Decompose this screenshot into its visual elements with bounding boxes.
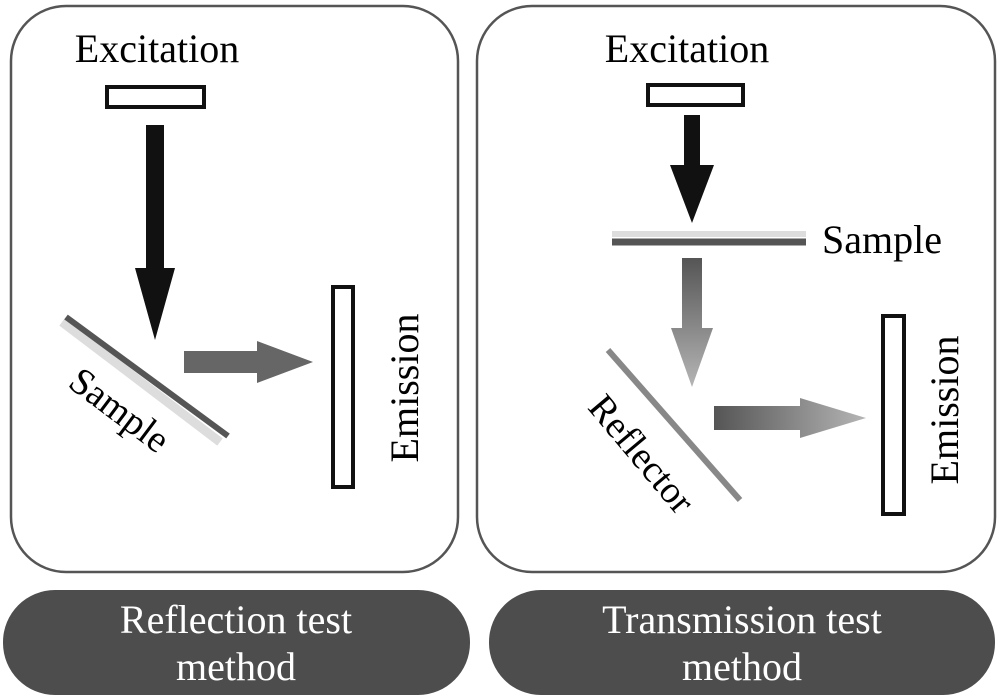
transmission-caption-line1: Transmission test bbox=[602, 597, 882, 642]
reflection-panel-frame bbox=[9, 4, 460, 574]
excitation-arrow bbox=[135, 125, 175, 340]
reflection-caption-line2: method bbox=[176, 644, 296, 689]
excitation-source bbox=[105, 85, 206, 109]
transmission-panel-frame bbox=[475, 4, 997, 574]
emission-arrow bbox=[184, 341, 313, 383]
excitation-arrow bbox=[670, 115, 714, 223]
transmitted-arrow bbox=[671, 258, 713, 387]
sample-label: Sample bbox=[822, 217, 942, 262]
excitation-source bbox=[646, 83, 745, 107]
emission-detector bbox=[881, 314, 906, 516]
emission-label: Emission bbox=[382, 314, 427, 463]
reflection-caption-pill bbox=[3, 590, 470, 695]
reflection-caption-line1: Reflection test bbox=[120, 597, 352, 642]
excitation-label: Excitation bbox=[605, 26, 769, 71]
reflector-plate bbox=[605, 348, 743, 502]
sample-plate bbox=[59, 314, 230, 446]
excitation-label: Excitation bbox=[75, 26, 239, 71]
reflection-panel: Excitation Sample Emission Reflection te… bbox=[3, 4, 470, 695]
emission-arrow bbox=[714, 398, 866, 438]
transmission-panel: Excitation Sample Reflector Emission Tra… bbox=[475, 4, 997, 695]
emission-detector bbox=[331, 285, 355, 489]
transmission-caption-line2: method bbox=[682, 644, 802, 689]
emission-label: Emission bbox=[922, 336, 967, 485]
transmission-caption-pill bbox=[489, 590, 995, 695]
sample-plate bbox=[612, 231, 806, 246]
